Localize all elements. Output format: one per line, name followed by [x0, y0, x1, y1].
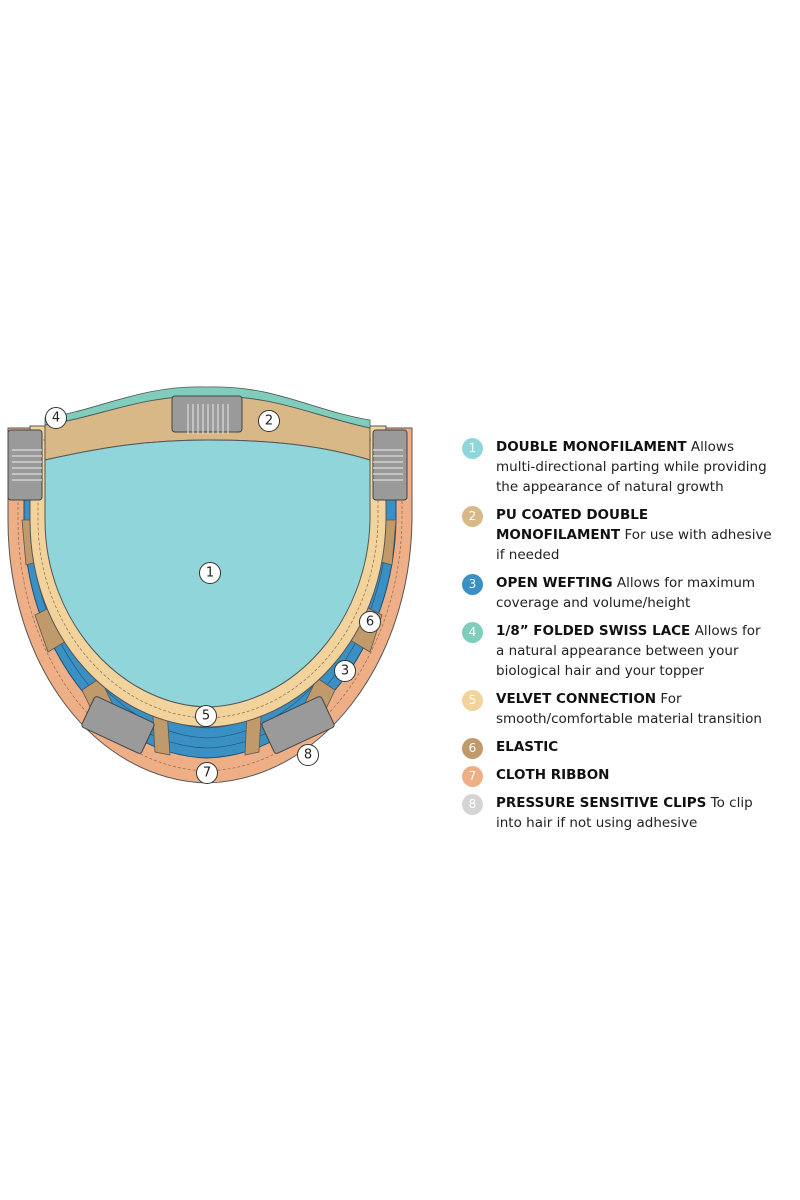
legend-item: 7 CLOTH RIBBON: [462, 765, 772, 787]
callout-7: 7: [196, 762, 218, 784]
callout-2: 2: [258, 410, 280, 432]
legend-description: Allows for a natural appearance between …: [496, 623, 761, 679]
legend-item: 3 OPEN WEFTING Allows for maximum coverag…: [462, 573, 772, 613]
callout-6: 6: [359, 611, 381, 633]
callout-4: 4: [45, 407, 67, 429]
legend-number-badge: 3: [462, 574, 483, 595]
legend-number-badge: 7: [462, 766, 483, 787]
legend-title: ELASTIC: [496, 739, 559, 755]
legend-title: PU COATED DOUBLE MONOFILAMENT: [496, 507, 649, 543]
legend-title: VELVET CONNECTION: [496, 691, 657, 707]
legend-title: CLOTH RIBBON: [496, 767, 610, 783]
legend: 1 DOUBLE MONOFILAMENT Allows multi-direct…: [462, 437, 772, 841]
svg-text:4: 4: [52, 411, 60, 426]
legend-item: 4 1/8” FOLDED SWISS LACE Allows for a nat…: [462, 621, 772, 681]
legend-number-badge: 5: [462, 690, 483, 711]
svg-text:3: 3: [341, 664, 349, 679]
legend-item: 6 ELASTIC: [462, 737, 772, 759]
legend-item: 5 VELVET CONNECTION For smooth/comfortabl…: [462, 689, 772, 729]
legend-description: Allows multi-directional parting while p…: [496, 439, 767, 495]
legend-description: For use with adhesive if needed: [496, 527, 772, 563]
legend-title: PRESSURE SENSITIVE CLIPS: [496, 795, 707, 811]
legend-title: 1/8” FOLDED SWISS LACE: [496, 623, 691, 639]
svg-text:6: 6: [366, 615, 374, 630]
legend-title: DOUBLE MONOFILAMENT: [496, 439, 687, 455]
legend-description: Allows for maximum coverage and volume/h…: [496, 575, 756, 611]
legend-description: To clip into hair if not using adhesive: [496, 795, 753, 831]
legend-number-badge: 6: [462, 738, 483, 759]
legend-item: 1 DOUBLE MONOFILAMENT Allows multi-direct…: [462, 437, 772, 497]
svg-text:7: 7: [203, 766, 211, 781]
callout-1: 1: [199, 562, 221, 584]
legend-number-badge: 4: [462, 622, 483, 643]
svg-text:2: 2: [265, 414, 273, 429]
legend-description: For smooth/comfortable material transiti…: [496, 691, 762, 727]
svg-text:5: 5: [202, 709, 210, 724]
legend-item: 2 PU COATED DOUBLE MONOFILAMENT For use w…: [462, 505, 772, 565]
legend-title: OPEN WEFTING: [496, 575, 613, 591]
legend-item: 8 PRESSURE SENSITIVE CLIPS To clip into h…: [462, 793, 772, 833]
topper-base-diagram: 1 2 3 4 5 6 7 8: [7, 386, 413, 784]
svg-text:1: 1: [206, 566, 214, 581]
legend-number-badge: 2: [462, 506, 483, 527]
callout-8: 8: [297, 744, 319, 766]
legend-number-badge: 1: [462, 438, 483, 459]
callout-5: 5: [195, 705, 217, 727]
callout-3: 3: [334, 660, 356, 682]
clip-icon: [7, 395, 408, 754]
svg-text:8: 8: [304, 748, 312, 763]
legend-number-badge: 8: [462, 794, 483, 815]
